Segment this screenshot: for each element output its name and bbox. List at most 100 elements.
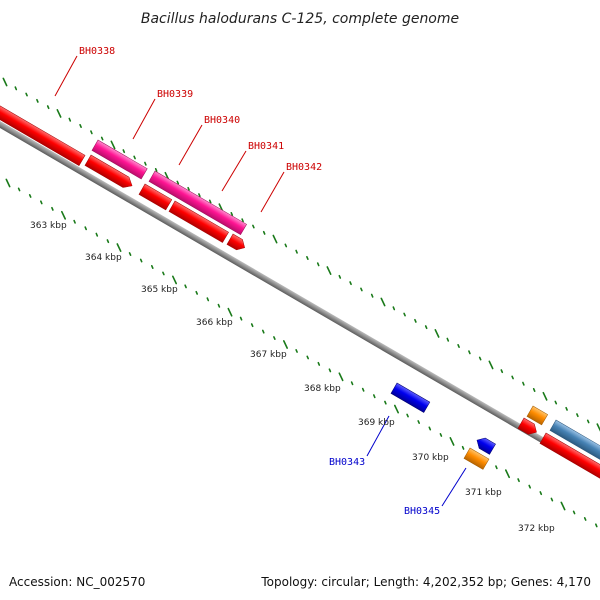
minor-tick — [206, 297, 210, 302]
minor-tick — [461, 445, 465, 450]
minor-tick — [517, 478, 520, 483]
scale-labels: 363 kbp 364 kbp 365 kbp 366 kbp 367 kbp … — [30, 221, 555, 534]
label-leader — [132, 98, 156, 140]
minor-tick — [360, 287, 363, 292]
major-tick — [542, 391, 548, 401]
minor-tick — [316, 262, 320, 267]
minor-tick — [36, 98, 39, 103]
minor-tick — [208, 199, 212, 204]
map-title: Bacillus halodurans C-125, complete geno… — [141, 11, 459, 27]
minor-tick — [500, 369, 504, 374]
scale-label-371: 371 kbp — [465, 488, 502, 498]
label-leader — [221, 150, 247, 192]
minor-tick — [372, 394, 376, 399]
label-leader — [366, 415, 390, 457]
gene-label-bh0340[interactable]: BH0340 — [204, 115, 240, 126]
gene-label-bh0339[interactable]: BH0339 — [157, 89, 193, 100]
minor-tick — [572, 510, 576, 515]
minor-tick — [176, 180, 180, 185]
major-tick — [504, 469, 511, 479]
cds-bh0344 — [476, 437, 496, 455]
minor-tick — [338, 274, 342, 279]
gene-label-bh0341[interactable]: BH0341 — [248, 141, 284, 152]
major-tick — [110, 140, 116, 150]
minor-tick — [532, 387, 536, 393]
minor-tick — [14, 86, 18, 91]
minor-tick — [184, 284, 187, 289]
reverse-strand-row — [390, 382, 496, 470]
gene-label-bh0338[interactable]: BH0338 — [79, 46, 115, 57]
minor-tick — [403, 312, 406, 317]
minor-tick — [414, 318, 417, 323]
minor-tick — [295, 348, 298, 353]
cds-pink-1 — [91, 139, 148, 180]
minor-tick — [73, 219, 76, 224]
minor-tick — [495, 465, 498, 470]
accession-text: Accession: NC_002570 — [9, 575, 145, 589]
minor-tick — [95, 232, 99, 237]
major-tick — [282, 340, 289, 349]
minor-tick — [457, 343, 460, 349]
minor-tick — [350, 381, 354, 386]
minor-tick — [84, 226, 87, 231]
minor-tick — [195, 290, 198, 295]
minor-tick — [417, 420, 421, 425]
minor-tick — [17, 187, 21, 192]
minor-tick — [528, 484, 532, 489]
minor-tick — [250, 323, 254, 328]
forward-gene-labels: BH0338 BH0339 BH0340 BH0341 BH0342 — [54, 46, 322, 213]
minor-tick — [586, 419, 590, 424]
minor-tick — [478, 356, 482, 361]
minor-tick — [79, 124, 82, 128]
minor-tick — [306, 255, 309, 261]
label-leader — [260, 171, 285, 213]
minor-tick — [439, 432, 443, 437]
minor-tick — [522, 381, 525, 386]
major-tick — [338, 372, 344, 382]
label-leader — [441, 467, 467, 507]
minor-tick — [539, 491, 543, 496]
minor-tick — [594, 523, 598, 528]
minor-tick — [122, 149, 126, 154]
gene-label-bh0342[interactable]: BH0342 — [286, 162, 322, 173]
major-tick — [56, 109, 62, 118]
minor-tick — [384, 400, 387, 405]
scale-label-368: 368 kbp — [304, 384, 341, 394]
minor-tick — [68, 117, 72, 122]
major-tick — [272, 234, 278, 244]
minor-tick — [28, 194, 32, 198]
cds-bh0341 — [168, 200, 229, 243]
gene-label-bh0343[interactable]: BH0343 — [329, 457, 365, 468]
cds-pink-2 — [148, 170, 247, 236]
minor-tick — [284, 243, 288, 248]
major-tick — [488, 360, 494, 370]
cds-red-small-arrow — [517, 417, 537, 435]
minor-tick — [252, 224, 255, 229]
minor-tick — [217, 303, 221, 308]
major-tick — [5, 178, 11, 188]
minor-tick — [468, 350, 471, 355]
scale-label-372: 372 kbp — [518, 524, 555, 534]
major-tick — [596, 423, 600, 432]
minor-tick — [349, 281, 352, 286]
minor-tick — [511, 375, 514, 380]
minor-tick — [392, 306, 396, 311]
minor-tick — [446, 337, 450, 342]
scale-label-367: 367 kbp — [250, 350, 287, 360]
minor-tick — [133, 155, 136, 160]
minor-tick — [151, 264, 154, 270]
cds-bh0343 — [390, 382, 431, 413]
scale-label-365: 365 kbp — [141, 285, 178, 295]
cds-orange-forward — [526, 405, 549, 426]
major-tick — [227, 307, 233, 317]
minor-tick — [424, 325, 428, 330]
gene-label-bh0345[interactable]: BH0345 — [404, 506, 440, 517]
minor-tick — [295, 249, 298, 254]
minor-tick — [565, 406, 568, 411]
major-tick — [449, 436, 455, 446]
minor-tick — [198, 193, 201, 198]
minor-tick — [100, 136, 104, 141]
cds-bh0345 — [463, 447, 490, 470]
scale-tick-track — [5, 178, 598, 528]
minor-tick — [406, 413, 409, 418]
